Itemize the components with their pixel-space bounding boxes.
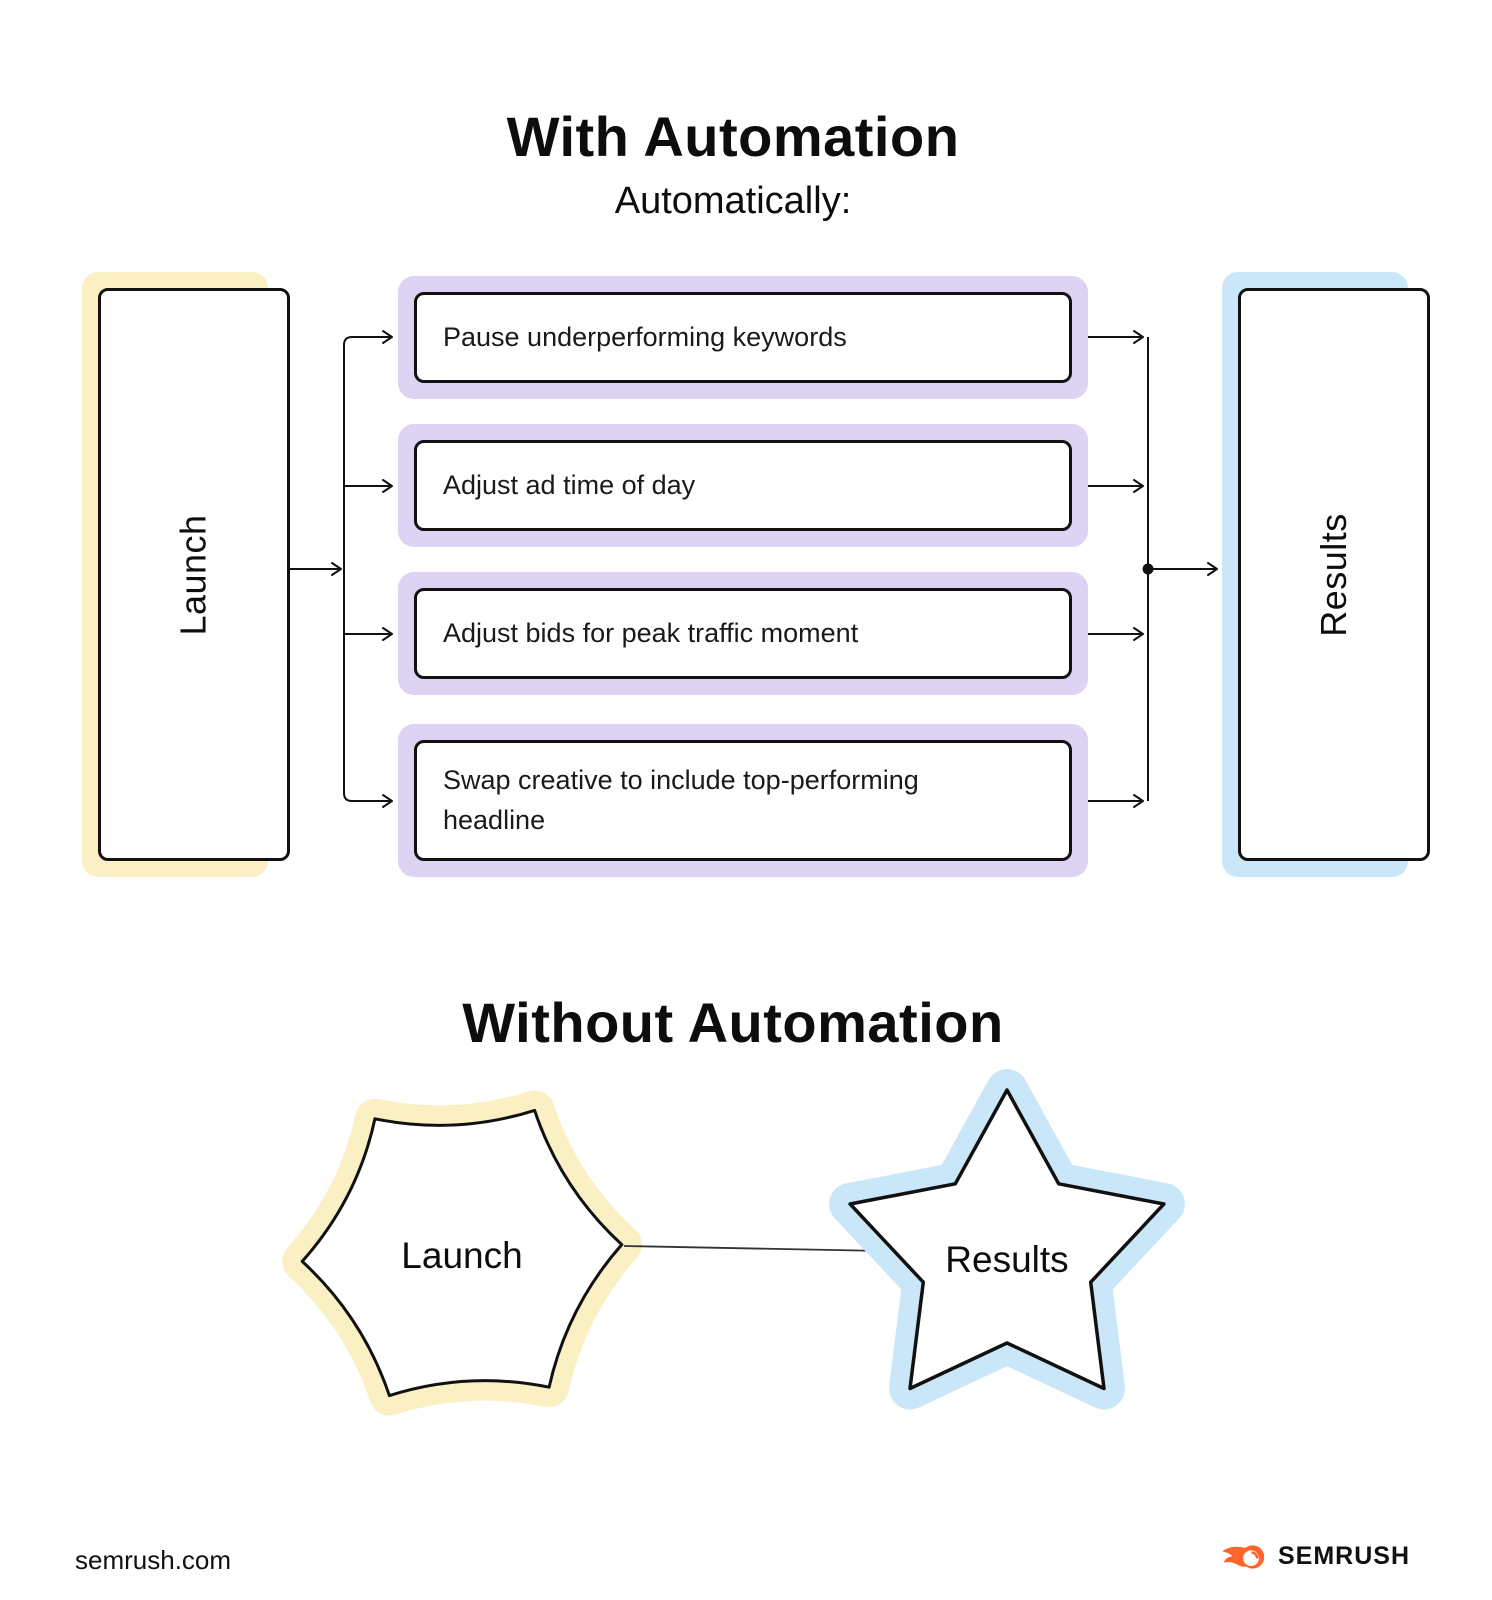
task-node-pause-keywords: Pause underperforming keywords bbox=[398, 276, 1088, 399]
task-node-adjust-time: Adjust ad time of day bbox=[398, 424, 1088, 547]
results-star-label: Results bbox=[945, 1239, 1069, 1280]
launch-node-box: Launch bbox=[98, 288, 290, 861]
results-node: Results bbox=[1222, 272, 1430, 877]
semrush-flame-icon bbox=[1222, 1544, 1265, 1569]
task-label: Swap creative to include top-performing … bbox=[443, 765, 919, 835]
launch-fanout-connectors bbox=[263, 330, 393, 808]
results-star-outline bbox=[848, 1088, 1166, 1391]
task-node-swap-creative: Swap creative to include top-performing … bbox=[398, 724, 1088, 877]
task-box: Pause underperforming keywords bbox=[414, 292, 1072, 383]
task-box: Adjust ad time of day bbox=[414, 440, 1072, 531]
launch-to-results-arrow bbox=[623, 1243, 885, 1258]
semrush-logo: SEMRUSH bbox=[1219, 1542, 1410, 1571]
launch-flower-label: Launch bbox=[401, 1235, 523, 1276]
task-label: Adjust ad time of day bbox=[443, 469, 696, 500]
site-credit: semrush.com bbox=[75, 1545, 232, 1575]
results-star-shape bbox=[829, 1069, 1185, 1410]
launch-node-label: Launch bbox=[172, 513, 214, 636]
task-box: Swap creative to include top-performing … bbox=[414, 740, 1072, 861]
results-node-label: Results bbox=[1312, 512, 1354, 637]
results-fanin-connectors bbox=[1088, 330, 1218, 808]
launch-flower-outline bbox=[300, 1108, 624, 1398]
without-automation-title: Without Automation bbox=[462, 990, 1004, 1054]
task-label: Pause underperforming keywords bbox=[443, 321, 847, 352]
launch-node: Launch bbox=[82, 272, 290, 877]
automatically-subtitle: Automatically: bbox=[614, 180, 852, 222]
task-node-adjust-bids: Adjust bids for peak traffic moment bbox=[398, 572, 1088, 695]
semrush-wordmark: SEMRUSH bbox=[1277, 1542, 1410, 1570]
results-node-box: Results bbox=[1238, 288, 1430, 861]
with-automation-title: With Automation bbox=[506, 104, 960, 168]
launch-flower-shape bbox=[282, 1090, 642, 1416]
task-box: Adjust bids for peak traffic moment bbox=[414, 588, 1072, 679]
task-label: Adjust bids for peak traffic moment bbox=[443, 617, 859, 648]
